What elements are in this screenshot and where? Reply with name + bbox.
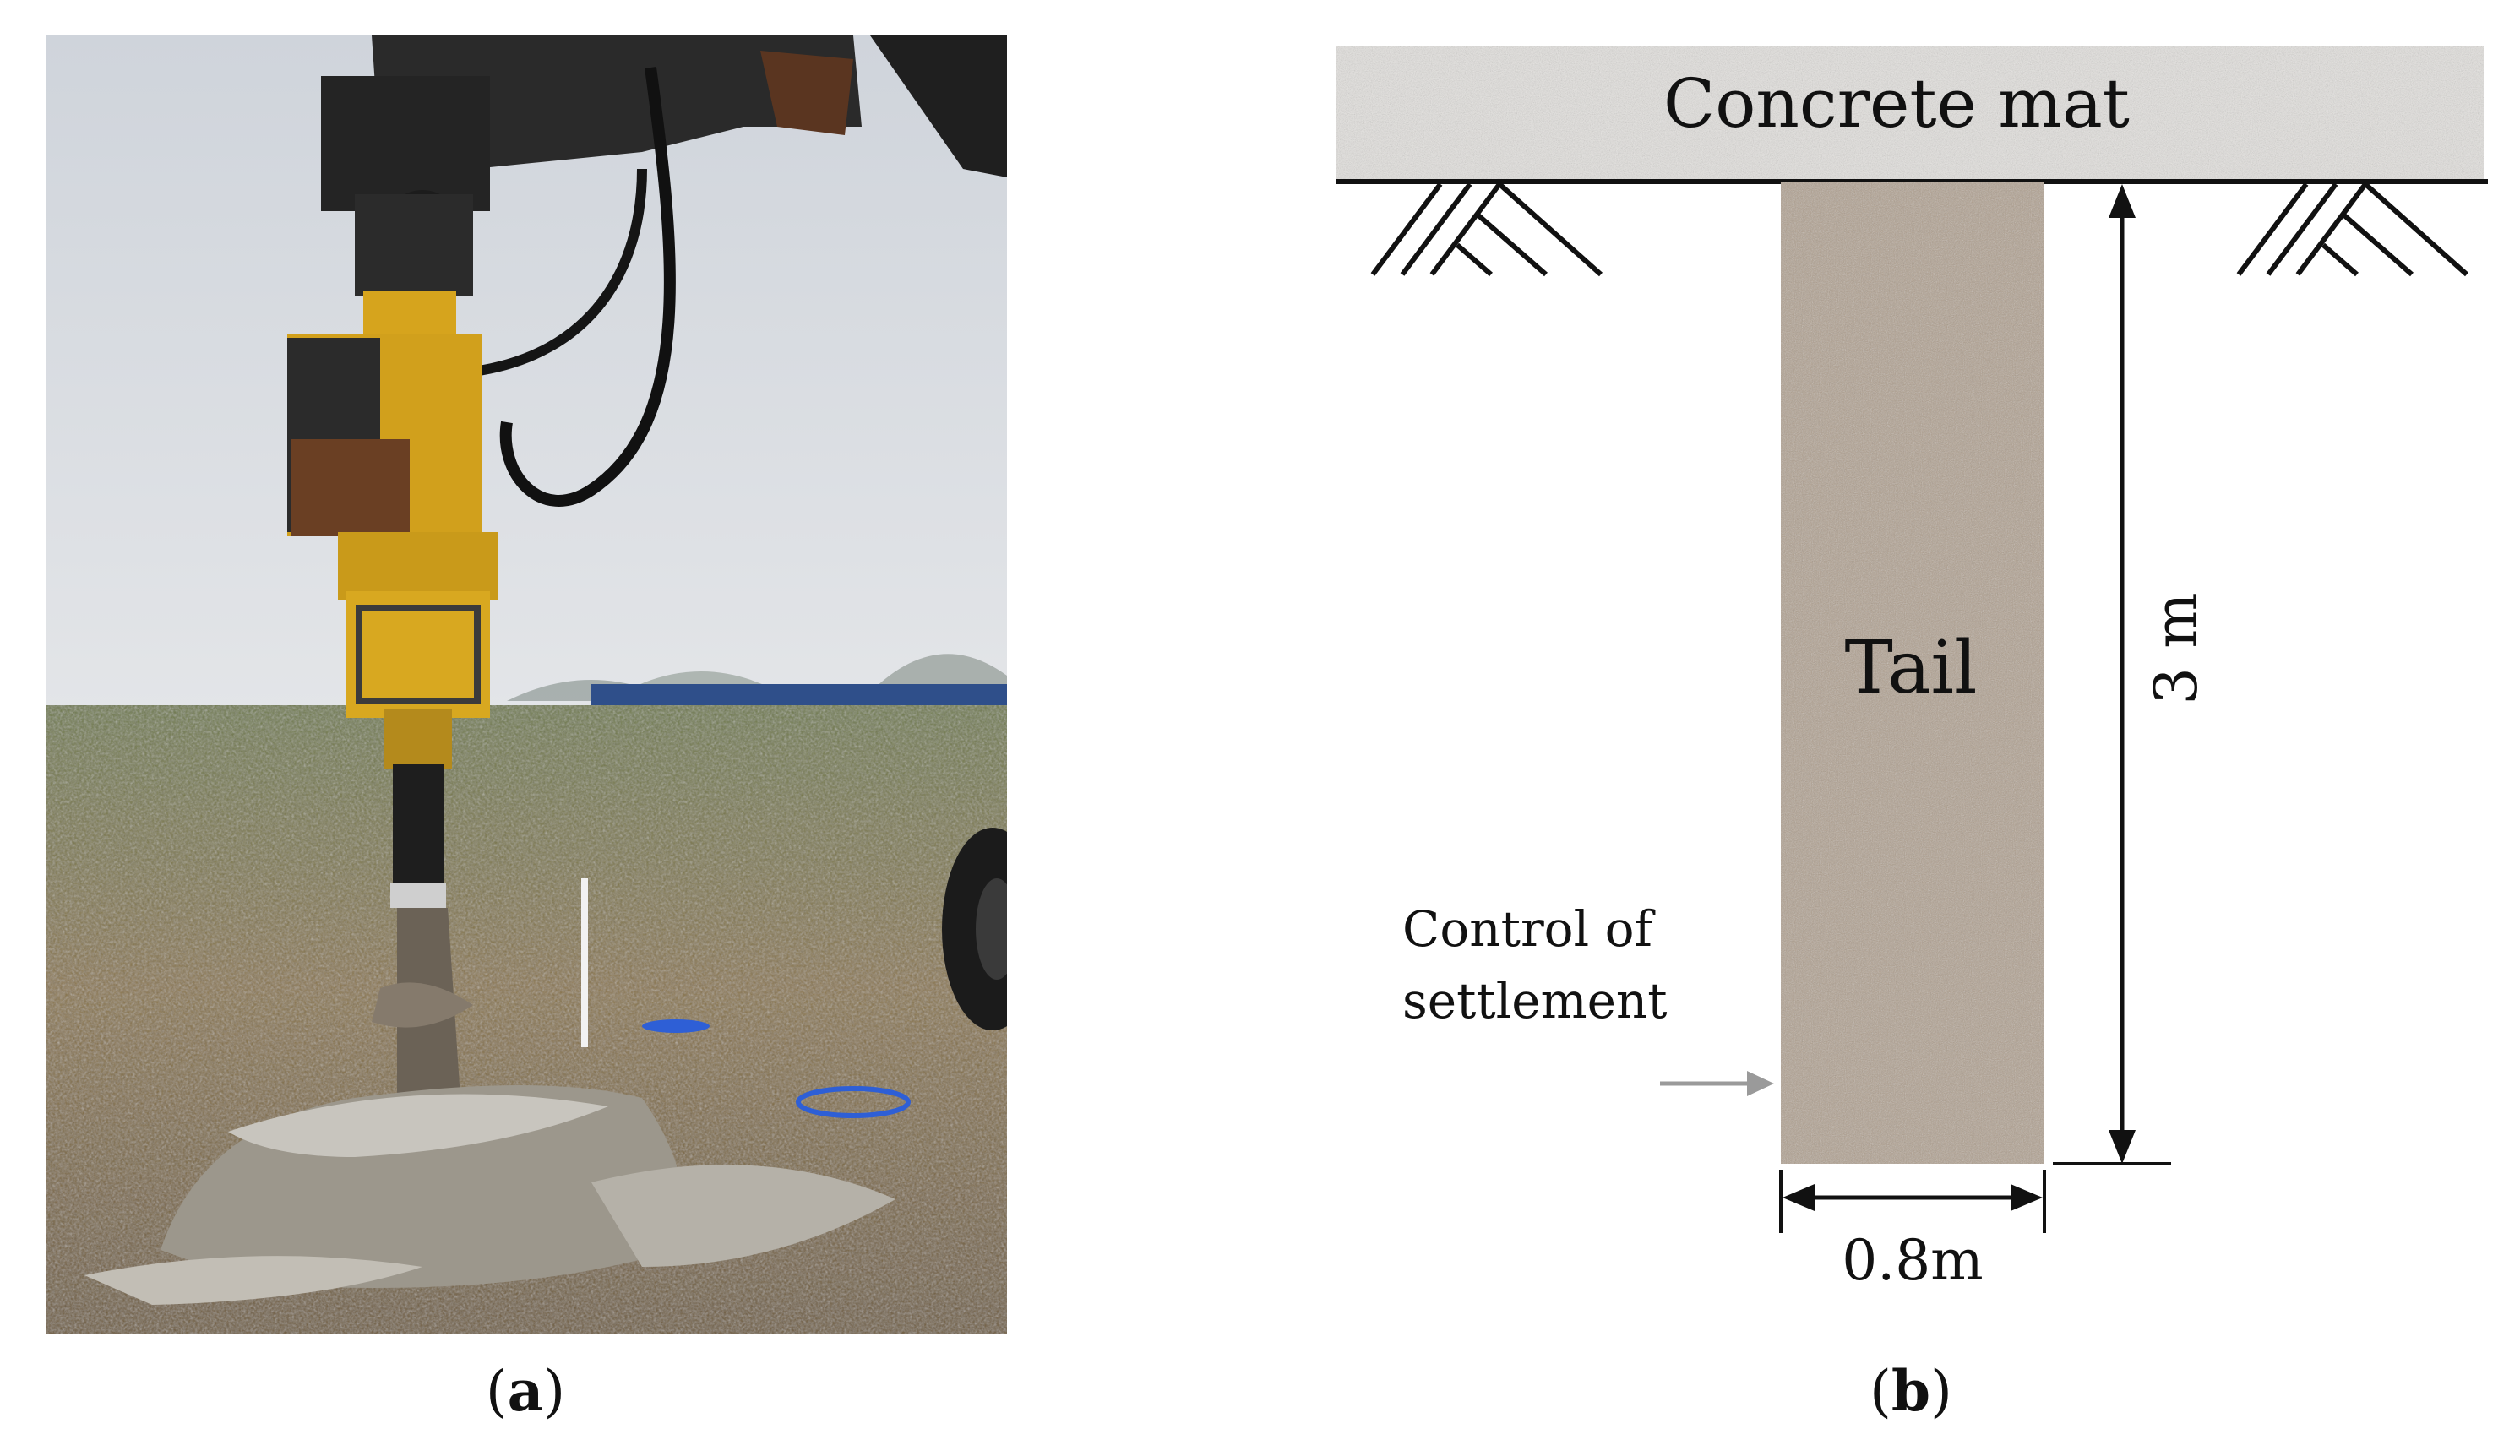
width-label: 0.8m [1842, 1228, 1984, 1293]
caption-b: (b) [1870, 1358, 1952, 1424]
width-dimension [1779, 1170, 2046, 1233]
auger-motor [287, 291, 498, 908]
caption-a-letter: a [508, 1358, 544, 1424]
auger-and-spoil [84, 878, 911, 1305]
ground-hatch-right [2236, 182, 2468, 277]
caption-b-letter: b [1891, 1358, 1930, 1424]
panel-a-photo [46, 35, 1007, 1334]
settlement-arrow [1660, 1071, 1774, 1096]
wheel [942, 828, 1007, 1030]
settlement-annotation-line2: settlement [1402, 972, 1668, 1030]
settlement-annotation-line1: Control of [1402, 900, 1656, 958]
tail-label: Tail [1845, 626, 1978, 710]
caption-a-close: ) [543, 1359, 565, 1424]
caption-a-open: ( [486, 1359, 508, 1424]
ground-hatch-left [1370, 182, 1603, 277]
concrete-mat [1336, 46, 2484, 180]
depth-label: 3 m [2142, 592, 2211, 704]
depth-dimension [2053, 184, 2171, 1165]
excavator-arm [321, 35, 1007, 507]
concrete-mat-label: Concrete mat [1663, 64, 2130, 143]
caption-a: (a) [486, 1358, 565, 1424]
caption-b-open: ( [1870, 1359, 1891, 1424]
caption-b-close: ) [1930, 1359, 1952, 1424]
greenhouses [507, 654, 1007, 708]
panel-b-diagram: Concrete mat Tail [1336, 46, 2488, 1293]
tail-column [1781, 182, 2044, 1164]
